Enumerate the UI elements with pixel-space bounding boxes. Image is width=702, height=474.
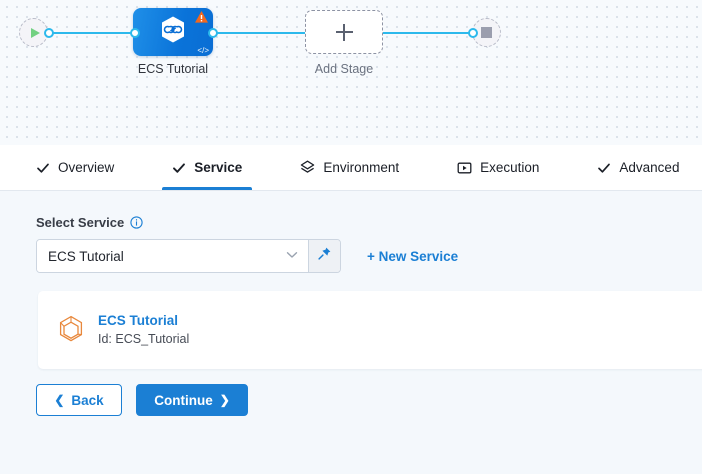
service-card-name[interactable]: ECS Tutorial (98, 313, 179, 329)
new-service-button[interactable]: + New Service (367, 248, 459, 264)
harness-hexagon-icon (160, 16, 186, 49)
port-start-out[interactable] (44, 28, 54, 38)
pipeline-stage-label: ECS Tutorial (137, 62, 209, 76)
tab-service-label: Service (194, 160, 243, 175)
pipeline-start-node[interactable] (19, 18, 48, 47)
service-select-value: ECS Tutorial (48, 248, 124, 264)
continue-button-label: Continue (154, 392, 213, 408)
pin-service-button[interactable] (308, 240, 340, 272)
tab-advanced[interactable]: Advanced (579, 145, 697, 190)
service-summary-card[interactable]: ECS Tutorial Id: ECS_Tutorial (38, 291, 702, 369)
continue-button[interactable]: Continue ❯ (136, 384, 248, 416)
service-select[interactable]: ECS Tutorial (36, 239, 341, 273)
pipeline-canvas[interactable]: </> ECS Tutorial Add Stage (0, 0, 702, 145)
tab-overview[interactable]: Overview (18, 145, 132, 190)
port-end-in[interactable] (468, 28, 478, 38)
tab-execution[interactable]: Execution (439, 145, 557, 190)
warning-triangle-icon[interactable] (194, 10, 209, 29)
stop-square-icon (481, 27, 492, 38)
tab-overview-label: Overview (58, 160, 115, 175)
port-stage-in[interactable] (130, 28, 140, 38)
connector-wire-start-to-stage (48, 32, 136, 34)
chevron-down-icon (286, 251, 298, 262)
tab-execution-label: Execution (480, 160, 540, 175)
check-icon (36, 161, 50, 175)
play-icon (30, 27, 40, 38)
info-icon[interactable] (130, 216, 143, 229)
pin-icon (317, 246, 332, 266)
code-brackets-icon[interactable]: </> (197, 46, 209, 55)
form-actions: ❮ Back Continue ❯ (36, 384, 248, 416)
service-hexagon-icon (58, 315, 84, 345)
play-box-icon (457, 161, 472, 175)
check-icon (172, 161, 186, 175)
connector-wire-addstage-to-end (383, 32, 475, 34)
service-select-input[interactable]: ECS Tutorial (37, 240, 308, 272)
back-button[interactable]: ❮ Back (36, 384, 122, 416)
plus-icon (335, 23, 353, 41)
select-service-label-text: Select Service (36, 215, 125, 230)
add-stage-label: Add Stage (314, 62, 374, 76)
add-stage-button[interactable] (305, 10, 383, 54)
service-card-id: Id: ECS_Tutorial (98, 331, 190, 346)
layers-icon (300, 160, 315, 175)
port-stage-out[interactable] (208, 28, 218, 38)
back-button-label: Back (71, 392, 104, 408)
pipeline-stage-node-ecs-tutorial[interactable]: </> (133, 8, 213, 56)
tab-environment[interactable]: Environment (282, 145, 417, 190)
tab-environment-label: Environment (323, 160, 400, 175)
chevron-left-icon: ❮ (54, 393, 65, 407)
select-service-row: ECS Tutorial + New Service (36, 239, 702, 273)
connector-wire-stage-to-addstage (213, 32, 305, 34)
tab-advanced-label: Advanced (619, 160, 680, 175)
tab-service[interactable]: Service (154, 145, 260, 190)
check-icon (597, 161, 611, 175)
service-form-panel: Select Service ECS Tutorial (0, 191, 702, 474)
service-card-text: ECS Tutorial Id: ECS_Tutorial (98, 312, 189, 347)
chevron-right-icon: ❯ (219, 393, 230, 407)
stage-tabs: Overview Service Environment Execution (0, 145, 702, 191)
select-service-label: Select Service (36, 215, 702, 230)
